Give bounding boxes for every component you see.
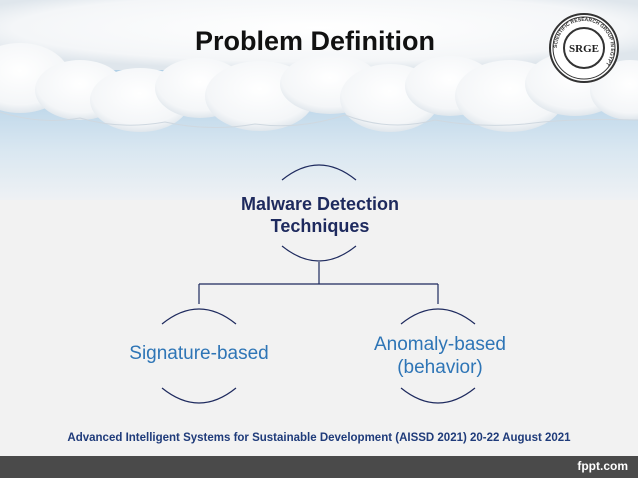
anomaly-node-line2: (behavior) (397, 356, 483, 378)
cloud-decoration (0, 0, 638, 132)
root-node-line2: Techniques (270, 215, 370, 236)
right-node-top-arc (400, 308, 476, 325)
srge-seal-logo: SCIENTIFIC RESEARCH GROUP IN EGYPT SRGE (549, 13, 619, 83)
brand-text: fppt.com (577, 459, 628, 473)
anomaly-based-node-label: Anomaly-based (behavior) (345, 334, 535, 380)
left-node-top-arc (161, 308, 237, 325)
slide-title: Problem Definition (194, 26, 435, 56)
root-node-bottom-arc (281, 245, 357, 262)
signature-based-node-label: Signature-based (129, 343, 269, 364)
root-node-top-arc (281, 164, 357, 181)
root-node-label: Malware Detection Techniques (210, 194, 430, 237)
bottom-bar: fppt.com (0, 456, 638, 478)
anomaly-node-line1: Anomaly-based (373, 334, 507, 355)
right-node-bottom-arc (400, 387, 476, 404)
left-node-bottom-arc (161, 387, 237, 404)
footer-conference-text: Advanced Intelligent Systems for Sustain… (67, 432, 571, 444)
srge-logo-text: SRGE (569, 43, 599, 55)
slide-background (0, 200, 638, 456)
root-node-line1: Malware Detection (240, 194, 400, 214)
